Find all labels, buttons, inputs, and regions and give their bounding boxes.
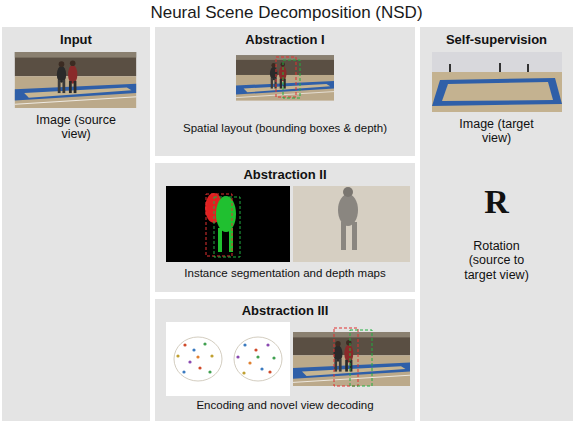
depth-image: [293, 186, 410, 262]
panel-caption: Image (source view): [28, 113, 124, 142]
panel-heading: Abstraction II: [160, 168, 410, 183]
panel-caption: Instance segmentation and depth maps: [157, 267, 413, 280]
target-image: [432, 52, 562, 112]
novel-view-image: [293, 328, 410, 386]
rotation-symbol: R: [467, 182, 527, 221]
panel-caption: Image (target view): [447, 117, 547, 146]
layout-image: [236, 55, 334, 100]
panel-caption: Spatial layout (bounding boxes & depth): [157, 122, 413, 135]
source-image: [15, 52, 136, 108]
panel-heading: Self-supervision: [424, 33, 569, 48]
encoding-image: [166, 322, 290, 396]
panel-heading: Input: [6, 33, 146, 48]
segmentation-image: [166, 186, 290, 262]
figure-title: Neural Scene Decomposition (NSD): [0, 3, 573, 23]
panel-caption: Encoding and novel view decoding: [157, 399, 413, 412]
panel-heading: Abstraction III: [160, 304, 410, 319]
panel-heading: Abstraction I: [160, 33, 410, 48]
panel-caption: Rotation (source to target view): [456, 239, 538, 282]
